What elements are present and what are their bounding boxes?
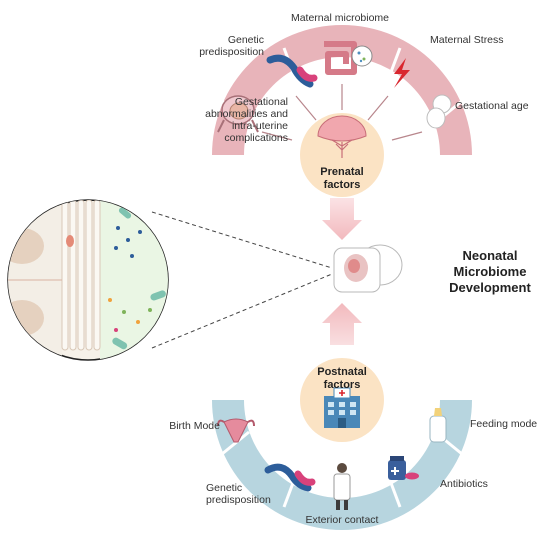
dna-icon: [266, 54, 318, 88]
intestine-microbiome-icon: [324, 41, 373, 75]
prenatal-arrow: [322, 198, 362, 240]
baby-bottle-icon: [429, 408, 447, 443]
postnatal-label-exterior-contact: Exterior contact: [305, 514, 379, 526]
postnatal-center-title: Postnatal factors: [317, 366, 367, 391]
fetus-icon: [426, 94, 452, 129]
postnatal-label-birth-mode: Birth Mode: [169, 420, 220, 432]
medicine-icon: [388, 456, 419, 480]
hospital-icon: [324, 387, 360, 428]
prenatal-label-maternal-microbiome: Maternal microbiome: [290, 12, 390, 24]
postnatal-label-antibiotics: Antibiotics: [440, 478, 488, 490]
dna-icon-post: [264, 463, 316, 492]
prenatal-center-title: Prenatal factors: [320, 166, 364, 191]
neonatal-microbiome-title: Neonatal Microbiome Development: [449, 248, 531, 295]
prenatal-label-genetic: Genetic predisposition: [199, 34, 264, 58]
postnatal-arrow: [322, 303, 362, 345]
doctor-icon: [333, 463, 351, 510]
prenatal-label-gestational-abnormalities: Gestational abnormalities and intra-uter…: [205, 96, 288, 144]
postnatal-ring-band: [212, 400, 472, 530]
prenatal-inward-arrows: [261, 84, 423, 141]
bacteria-rods: [112, 207, 166, 350]
prenatal-label-maternal-stress: Maternal Stress: [430, 34, 504, 46]
postnatal-label-feeding-mode: Feeding mode: [470, 418, 538, 430]
zoom-connector-lines: [151, 211, 333, 349]
villi: [61, 200, 101, 351]
prenatal-label-gestational-age: Gestational age: [455, 100, 529, 112]
lightning-stress-icon: [394, 58, 410, 88]
postnatal-label-genetic: Genetic predisposition: [206, 482, 271, 506]
newborn-icon: [333, 244, 403, 293]
placenta-icon: [317, 115, 367, 158]
uterus-icon: [217, 418, 255, 443]
intestine-zoom-circle: [7, 199, 169, 361]
uterus-fetus-icon: [217, 95, 259, 133]
bacteria-dots: [108, 226, 152, 332]
